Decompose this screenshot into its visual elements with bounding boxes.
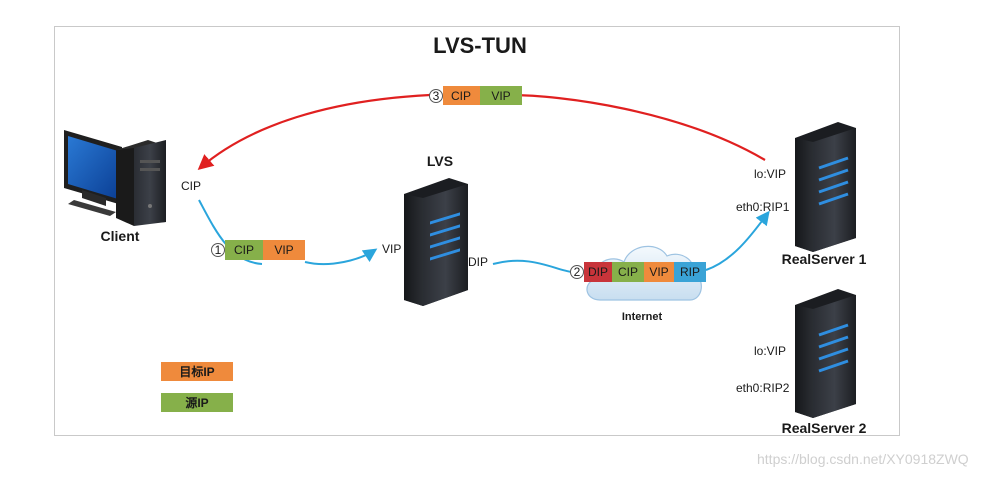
realserver1-eth-label: eth0:RIP1: [736, 200, 790, 214]
diagram-title: LVS-TUN: [433, 33, 527, 58]
packet-step3-src: CIP: [451, 89, 471, 103]
client-ip-label: CIP: [181, 179, 201, 193]
realserver1-lo-label: lo:VIP: [754, 167, 786, 181]
server-tower-icon: [404, 178, 468, 306]
packet-step2-outer-dst: RIP: [680, 265, 700, 279]
request-arrow-client-to-lvs-head: [304, 248, 378, 266]
legend-source-label: 源IP: [185, 395, 208, 410]
packet-step2-number: 2: [574, 265, 581, 279]
request-arrow-internet-to-realserver: [705, 210, 770, 271]
packet-step2-dst-box: [644, 262, 674, 282]
packet-step2-outer-src-box: [584, 262, 612, 282]
packet-step1-dst: VIP: [274, 243, 293, 257]
lvs-label: LVS: [427, 153, 453, 169]
watermark: https://blog.csdn.net/XY0918ZWQ: [757, 451, 969, 467]
legend-dest-swatch: [161, 362, 233, 381]
request-arrow-lvs-to-internet: [492, 259, 573, 273]
packet-step2-outer-src: DIP: [588, 265, 608, 279]
lvs-dip-label: DIP: [468, 255, 488, 269]
internet-label: Internet: [622, 311, 663, 323]
packet-step1-dst-box: [263, 240, 305, 260]
packet-step3: 3 CIP VIP: [429, 86, 522, 105]
legend-source-swatch: [161, 393, 233, 412]
request-arrow-client-to-lvs: [198, 199, 263, 265]
response-arrow: [509, 93, 766, 161]
client-label: Client: [101, 228, 140, 244]
response-arrow-head: [197, 93, 431, 171]
packet-step2-src-box: [612, 262, 644, 282]
server-tower-icon: [795, 122, 856, 252]
packet-step1-number: 1: [215, 243, 222, 257]
realserver1-label: RealServer 1: [782, 251, 867, 267]
packet-step3-dst-box: [480, 86, 522, 105]
packet-step1-src: CIP: [234, 243, 254, 257]
packet-step3-dst: VIP: [491, 89, 510, 103]
lvs-vip-label: VIP: [382, 242, 401, 256]
realserver2-lo-label: lo:VIP: [754, 344, 786, 358]
packet-step3-src-box: [443, 86, 480, 105]
realserver2-eth-label: eth0:RIP2: [736, 381, 790, 395]
legend-dest-label: 目标IP: [179, 364, 214, 379]
packet-step2: 2 DIP CIP VIP RIP: [570, 262, 706, 282]
packet-step2-outer-dst-box: [674, 262, 706, 282]
desktop-computer-icon: [64, 130, 166, 226]
legend: 目标IP 源IP: [161, 362, 233, 412]
packet-step2-src: CIP: [618, 265, 638, 279]
packet-step1: 1 CIP VIP: [211, 240, 305, 260]
packet-step1-src-box: [225, 240, 263, 260]
server-tower-icon: [795, 289, 856, 418]
packet-step2-dst: VIP: [649, 265, 668, 279]
realserver2-label: RealServer 2: [782, 420, 867, 436]
packet-step3-number: 3: [433, 89, 440, 103]
